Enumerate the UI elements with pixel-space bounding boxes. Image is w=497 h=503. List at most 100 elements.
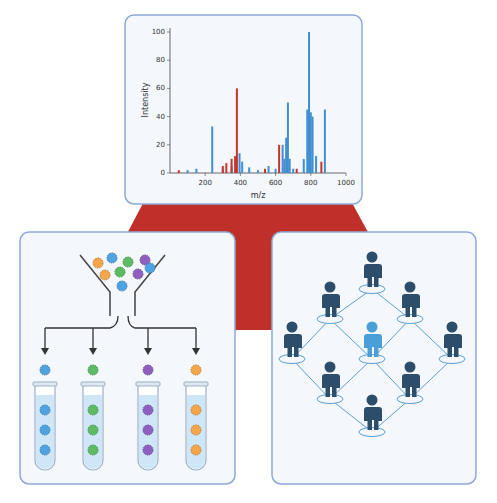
tick [167,144,170,145]
arrowhead [144,348,152,355]
spectrum-peak [195,169,197,173]
funnel [80,255,165,316]
tick-label: 400 [234,180,247,187]
tube-rim [33,382,57,386]
tick [167,88,170,89]
person-head [367,322,378,333]
spectrum-peak [225,163,227,173]
person-icon [359,395,385,437]
cell [100,270,110,280]
spectrum-peak [264,169,266,173]
person-icon [317,362,343,404]
branch [45,316,196,328]
cell [191,425,201,435]
cell [191,405,201,415]
person-body [402,374,420,397]
axis-title: Intensity [142,83,150,118]
spectrum-peak [285,138,287,173]
person-body [444,334,462,357]
cell [133,269,143,279]
arrowhead [89,348,97,355]
arrowhead [192,348,200,355]
cell [143,405,153,415]
person-icon [397,282,423,324]
tube-rim [81,382,105,386]
tick-label: 1000 [337,180,355,187]
panel [20,232,235,484]
spectrum-peak [231,159,233,173]
person-head [325,362,336,373]
spectrum-peak [283,159,285,173]
spectrum-peak [222,166,224,173]
tick [346,173,347,176]
cell [88,445,98,455]
person-body [322,374,340,397]
spectrum-peak [275,169,277,173]
cell [40,445,50,455]
cell [40,405,50,415]
branch [147,328,148,350]
tick-label: 100 [152,29,165,36]
spectrum-peak [236,88,238,173]
tick-label: 200 [199,180,212,187]
spectrum-peak [239,153,241,173]
spectrum-peak [308,32,310,173]
tick [167,116,170,117]
person-body [364,334,382,357]
tick [240,173,241,176]
spectrum-peak [282,145,284,173]
tick [275,173,276,176]
test-tube [138,385,158,470]
person-icon [317,282,343,324]
spectrum-peak [310,112,312,173]
person-body [322,294,340,317]
person-body [284,334,302,357]
tick [167,173,170,174]
person-icon [359,322,385,364]
spectrum-peak [289,159,291,173]
cell [88,365,98,375]
cell [40,425,50,435]
panel [125,15,362,204]
spectrum-peak [292,169,294,173]
tick-label: 600 [269,180,282,187]
spectrum-peak [268,166,270,173]
spectrum-peak [178,170,180,173]
branch [92,328,93,350]
spectrum-peak [278,145,280,173]
spectrum-peak [287,103,289,174]
y-axis [170,28,171,173]
spectrum-peak [241,162,243,173]
cell [191,445,201,455]
spectrum-peak [312,117,314,173]
cell [115,267,125,277]
tube-liquid [84,395,102,469]
spectrum-peak [315,156,317,173]
person-body [402,294,420,317]
cell [191,365,201,375]
spectrum-peak [324,110,326,173]
tick [167,60,170,61]
test-tube [83,385,103,470]
person-head [367,395,378,406]
tube-liquid [187,395,205,469]
person-head [405,282,416,293]
cell [40,365,50,375]
spectrum-peak [234,156,236,173]
person-head [367,252,378,263]
test-tube [35,385,55,470]
spectrum-peak [211,126,213,173]
branch [195,328,196,350]
person-body [364,407,382,430]
tube-rim [184,382,208,386]
person-icon [397,362,423,404]
cell [123,257,133,267]
axis-title: m/z [251,192,266,200]
spectrum-peak [248,167,250,173]
tick-label: 80 [156,57,165,64]
person-icon [359,252,385,294]
spectrum-peak [257,170,259,173]
person-body [364,264,382,287]
